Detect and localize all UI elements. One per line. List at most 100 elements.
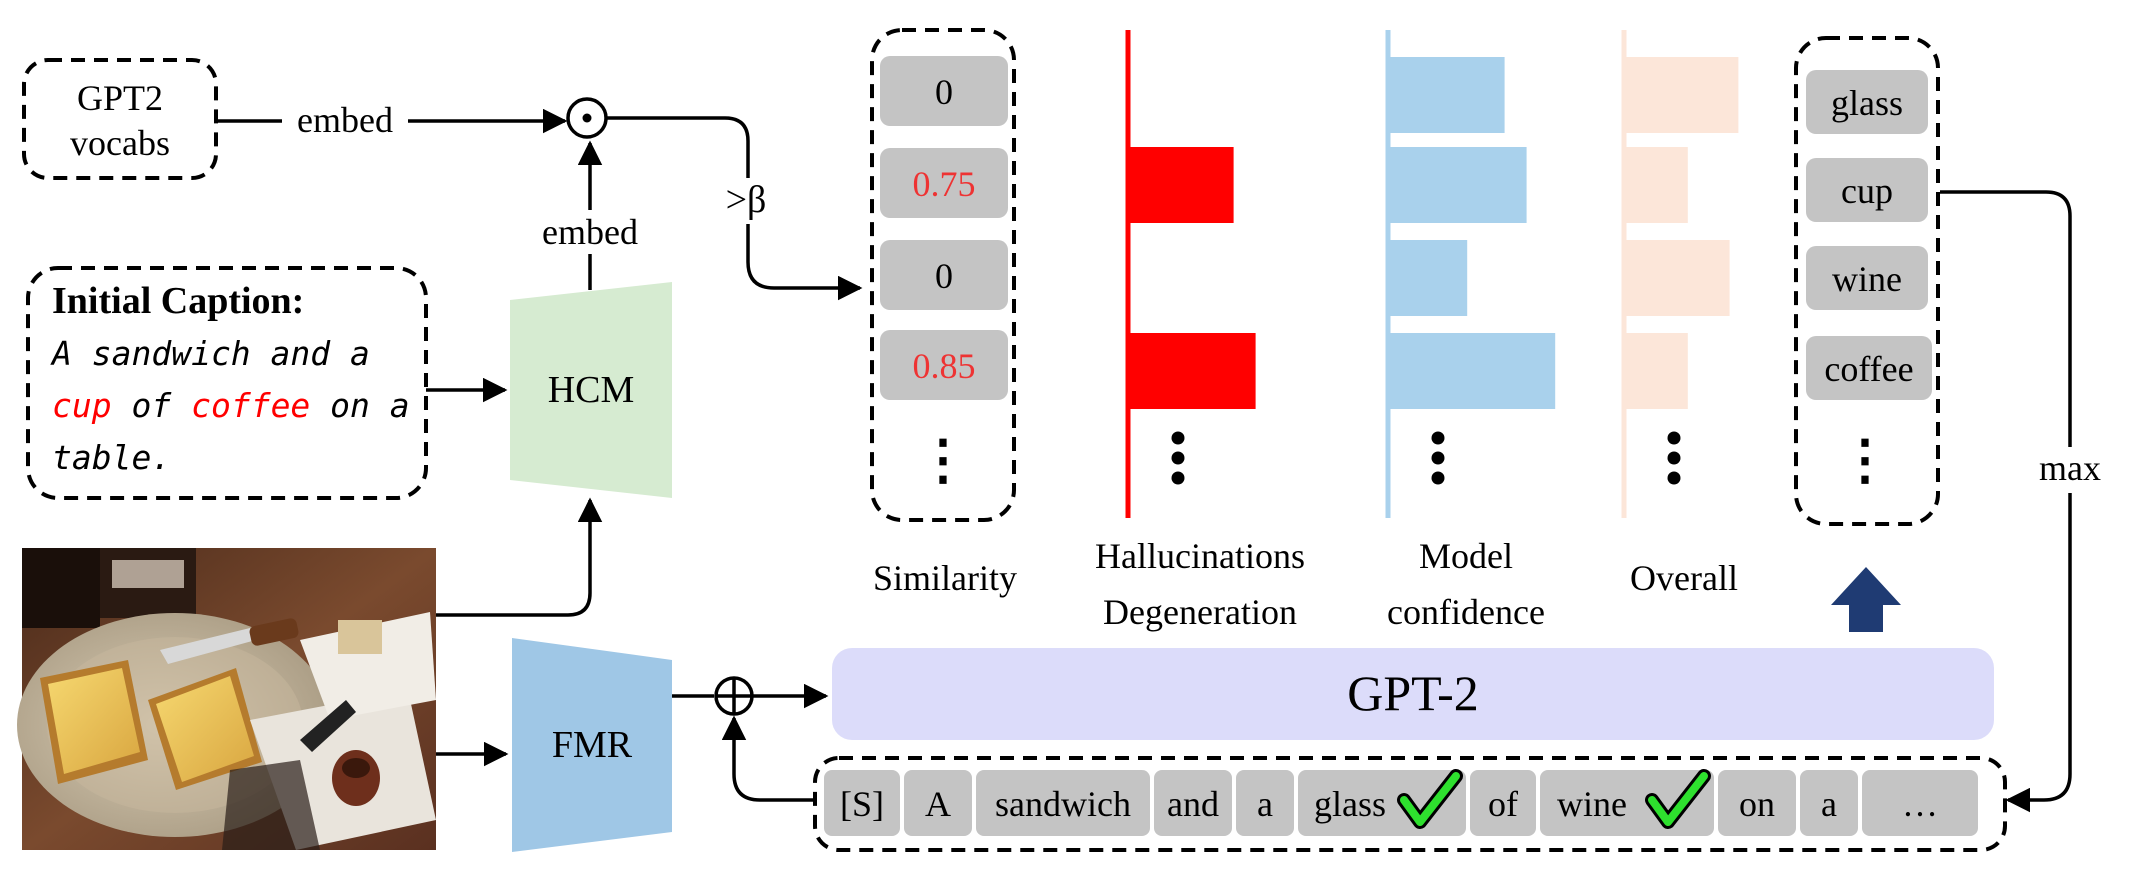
up-arrow-icon (1831, 567, 1901, 632)
candidate-token (1806, 158, 1928, 222)
sequence-token-label: wine (1557, 784, 1627, 824)
max-label: max (2039, 448, 2101, 488)
conf-ellipsis-dot (1431, 431, 1445, 445)
embed-label-bg (282, 100, 408, 140)
check-icon (1400, 772, 1460, 826)
conf-ellipsis-dot (1431, 471, 1445, 485)
check-icon (1648, 772, 1708, 826)
overall-ellipsis-dot (1667, 471, 1681, 485)
sequence-token (824, 770, 900, 836)
similarity-ellipsis: ⋮ (916, 430, 970, 490)
sequence-token-label: on (1739, 784, 1775, 824)
sequence-token-label: a (1821, 784, 1837, 824)
candidates-ellipsis: ⋮ (1838, 430, 1892, 490)
candidate-token (1806, 246, 1928, 310)
similarity-value: 0.85 (913, 346, 976, 386)
token-sequence-box (813, 756, 2007, 852)
candidate-token (1806, 70, 1928, 134)
sequence-token (1154, 770, 1232, 836)
sequence-token (1718, 770, 1796, 836)
candidates-column (1794, 36, 1940, 526)
halluc-ellipsis-dot (1171, 451, 1185, 465)
halluc-ellipsis-dot (1171, 431, 1185, 445)
similarity-value: 0 (935, 72, 953, 112)
vocab-label-line1: GPT2 (77, 78, 163, 118)
caption-line2-seg: of (112, 386, 191, 425)
overall-ellipsis-dot (1667, 451, 1681, 465)
sequence-token (1862, 770, 1978, 836)
overall-bar (1624, 240, 1730, 316)
overall-bar (1624, 147, 1688, 223)
bar-panels (1125, 30, 1739, 518)
sequence-token-label: glass (1314, 784, 1386, 824)
sequence-token-label: of (1488, 784, 1518, 824)
halluc-bar (1128, 333, 1256, 409)
candidate-token (1806, 336, 1932, 400)
sequence-token-label: A (925, 784, 951, 824)
sequence-token-label: a (1257, 784, 1273, 824)
sequence-token (1470, 770, 1536, 836)
caption-box (26, 266, 428, 500)
sequence-token-label: … (1902, 784, 1938, 824)
beta-label: >β (726, 179, 767, 221)
conf-bar (1388, 240, 1468, 316)
embed-label-top: embed (297, 100, 393, 140)
sequence-token-label: [S] (840, 784, 884, 824)
caption-line2-seg: cup (52, 386, 112, 425)
similarity-column (870, 28, 1016, 522)
similarity-cell (880, 56, 1008, 126)
caption-line3: table. (52, 438, 171, 477)
sequence-token (904, 770, 972, 836)
conf-title-line1: Model (1419, 536, 1513, 576)
halluc-ellipsis-dot (1171, 471, 1185, 485)
similarity-cell (880, 330, 1008, 400)
gpt2-module (832, 648, 1994, 740)
caption-line2: cup of coffee on a (52, 386, 410, 425)
candidate-label: glass (1831, 83, 1903, 123)
overall-bar (1624, 333, 1688, 409)
tokens-to-oplus-arrow (721, 715, 815, 802)
vocab-label-line2: vocabs (70, 123, 170, 163)
candidate-label: coffee (1824, 349, 1913, 389)
caption-line2-seg: coffee (191, 386, 310, 425)
hcm-label: HCM (548, 369, 635, 411)
max-label-bg (2020, 447, 2120, 493)
sequence-token-label: and (1167, 784, 1219, 824)
food-photo (17, 548, 436, 850)
max-feedback-arrow (1940, 190, 2072, 813)
caption-heading: Initial Caption: (52, 280, 304, 322)
halluc-bar (1128, 147, 1234, 223)
similarity-value: 0 (935, 256, 953, 296)
candidate-label: cup (1841, 171, 1893, 211)
embed-label-mid: embed (542, 212, 638, 252)
conf-bar (1388, 333, 1556, 409)
sequence-token (1800, 770, 1858, 836)
embed-mid-bg (520, 210, 660, 254)
vocab-box (22, 58, 218, 180)
overall-title: Overall (1630, 558, 1738, 598)
candidate-label: wine (1832, 259, 1902, 299)
halluc-title-line2: Degeneration (1103, 592, 1297, 632)
sequence-token-label: sandwich (995, 784, 1131, 824)
hcm-module (510, 282, 672, 498)
caption-line2-seg: on a (310, 386, 409, 425)
similarity-cell (880, 240, 1008, 310)
beta-label-bg (715, 178, 781, 224)
odot-dot (582, 113, 592, 123)
image-to-hcm-arrow (436, 497, 603, 617)
similarity-cell (880, 148, 1008, 218)
similarity-value: 0.75 (913, 164, 976, 204)
conf-title-line2: confidence (1387, 592, 1545, 632)
sequence-token (976, 770, 1150, 836)
overall-ellipsis-dot (1667, 431, 1681, 445)
conf-bar (1388, 147, 1527, 223)
halluc-title-line1: Hallucinations (1095, 536, 1305, 576)
candidate-cells: glass cup wine coffee (1806, 70, 1932, 400)
conf-ellipsis-dot (1431, 451, 1445, 465)
similarity-cells: 0 0.75 0 0.85 (880, 56, 1008, 400)
similarity-title: Similarity (873, 558, 1017, 598)
fmr-module (512, 638, 672, 852)
